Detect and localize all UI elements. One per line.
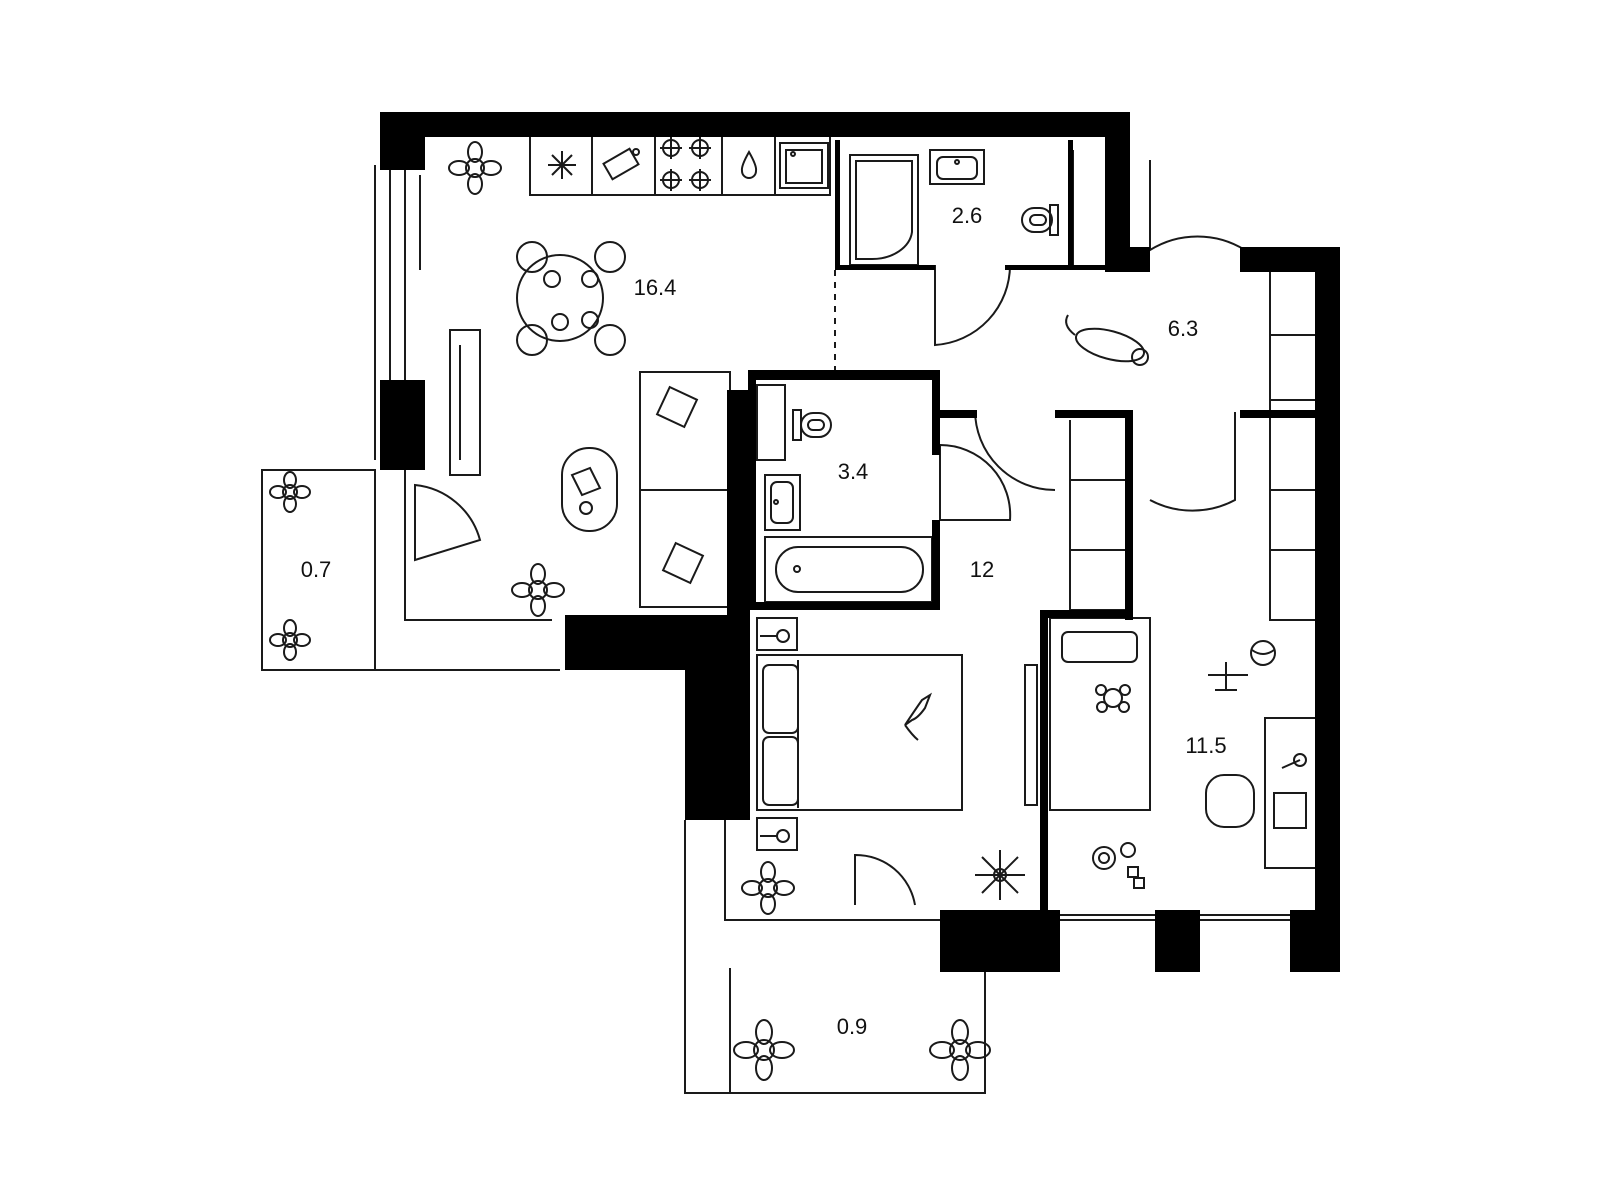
- plant-icon: [975, 850, 1025, 900]
- nightstand-bottom: [756, 817, 798, 851]
- dining-table-icon: [516, 241, 626, 356]
- plant-icon: [269, 619, 311, 661]
- plant-icon: [741, 861, 795, 915]
- chair-icon: [1205, 774, 1255, 828]
- room-area-kids-room: 11.5: [1185, 733, 1227, 758]
- ball-icon: [1250, 640, 1276, 666]
- room-area-balcony-bottom: 0.9: [836, 1014, 868, 1039]
- plant-icon: [448, 141, 502, 195]
- coffee-table-icon: [561, 447, 618, 532]
- room-area-hallway: 6.3: [1167, 316, 1199, 341]
- room-area-bathroom-small: 2.6: [951, 203, 983, 228]
- teddy-icon: [1095, 684, 1131, 713]
- blocks-icon: [1092, 842, 1145, 889]
- desk-icon: [1264, 717, 1323, 869]
- plant-icon: [929, 1019, 991, 1081]
- shower-tray: [849, 154, 919, 266]
- bathtub-icon: [764, 536, 933, 603]
- door-entrance: [1149, 160, 1246, 252]
- cabinet: [756, 384, 786, 461]
- door-bathroom-small: [934, 264, 1012, 347]
- plant-icon: [511, 563, 565, 617]
- room-area-bedroom: 12: [969, 557, 995, 582]
- door-bedroom: [854, 853, 916, 906]
- nightstand-top: [756, 617, 798, 651]
- room-area-bathroom: 3.4: [837, 459, 869, 484]
- water-drop-icon: [740, 149, 758, 179]
- snowflake-icon: [548, 151, 576, 179]
- walls: [380, 112, 1340, 972]
- door-kids: [1149, 412, 1236, 512]
- balcony-bottom-outline: [684, 820, 986, 1094]
- toilet-icon: [792, 409, 832, 441]
- sofa-icon: [639, 371, 731, 608]
- crib-icon: [1049, 617, 1151, 811]
- wardrobe: [1269, 270, 1325, 621]
- room-area-balcony-left: 0.7: [300, 557, 332, 582]
- washbasin-icon: [764, 474, 801, 531]
- cat-icon: [904, 692, 933, 741]
- stove-icon: [660, 137, 711, 191]
- toilet-icon: [1021, 204, 1059, 236]
- washbasin-icon: [929, 149, 985, 185]
- door-balcony-left: [414, 483, 482, 562]
- plant-icon: [269, 471, 311, 513]
- plant-icon: [733, 1019, 795, 1081]
- door-arc-hall: [974, 409, 1056, 491]
- bed-icon: [756, 654, 963, 811]
- door-bathroom: [939, 443, 1012, 521]
- airplane-toy-icon: [1208, 662, 1248, 691]
- cutting-board-icon: [602, 147, 640, 181]
- sink-icon: [779, 142, 829, 189]
- cat-icon: [1065, 314, 1149, 366]
- bedroom-tv: [1024, 664, 1038, 806]
- tv-icon: [449, 329, 481, 476]
- room-area-kitchen-living: 16.4: [633, 275, 677, 300]
